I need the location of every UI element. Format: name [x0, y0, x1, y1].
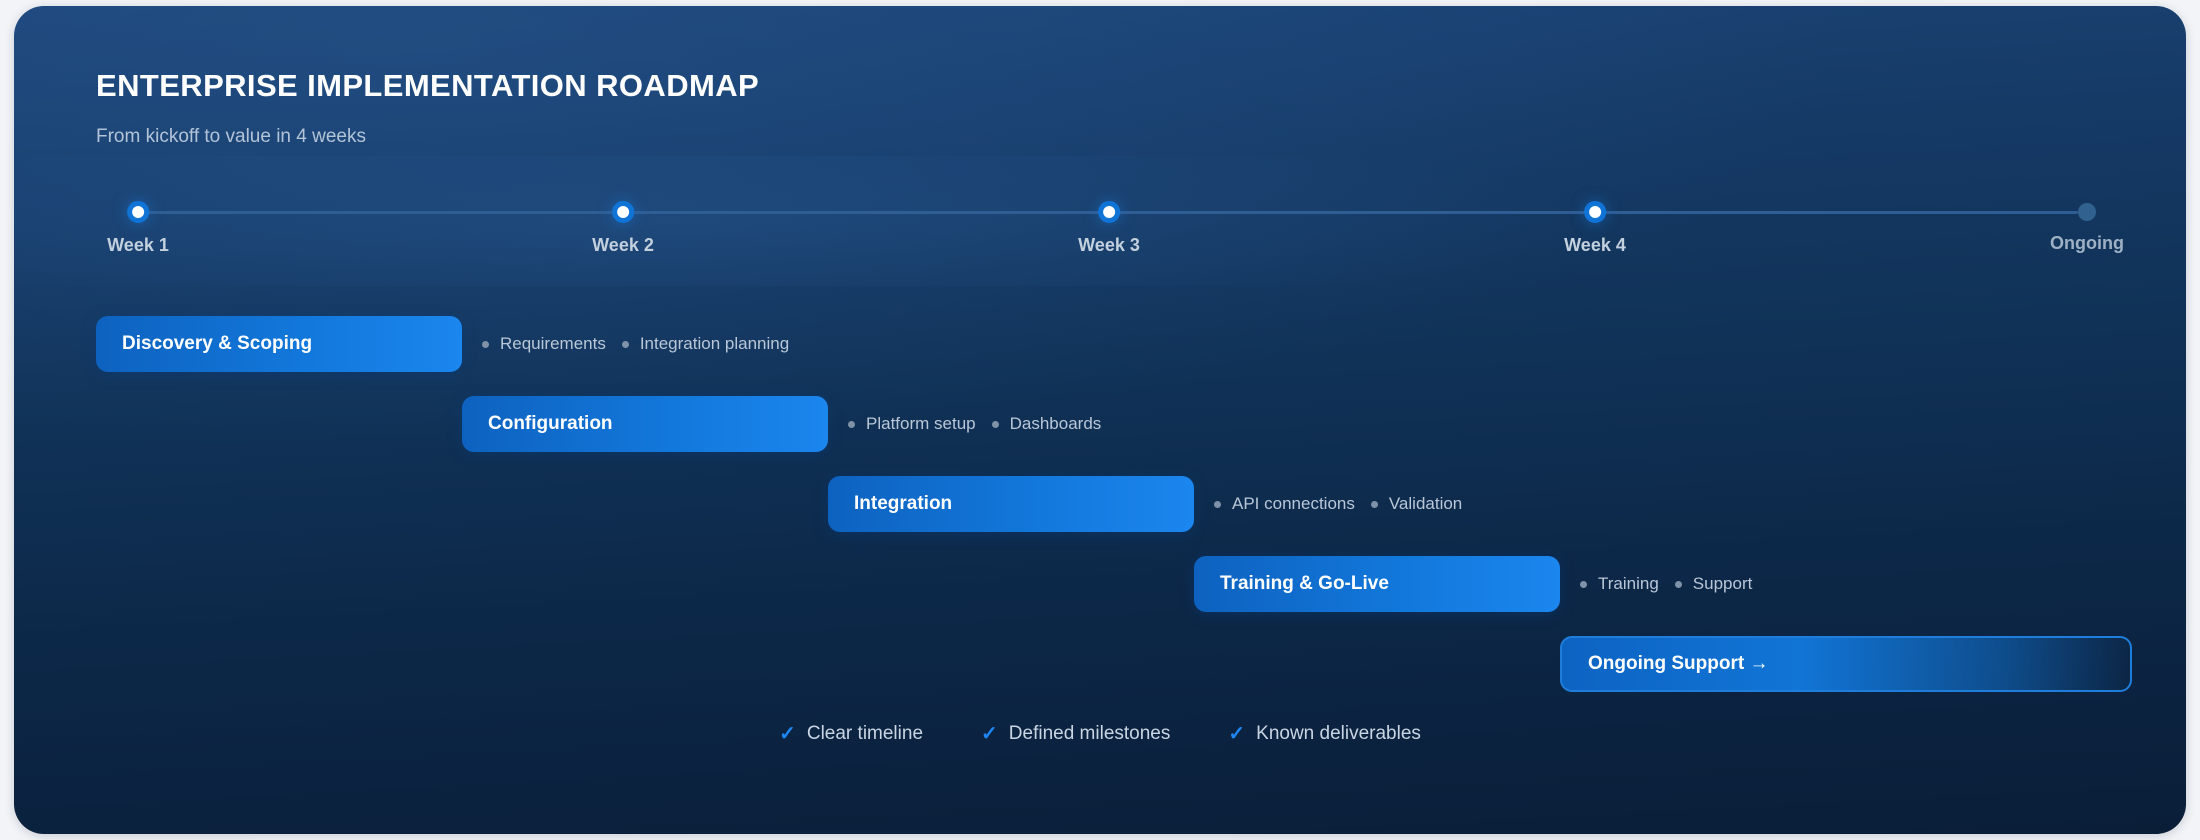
footer-badge: ✓ Known deliverables: [1228, 721, 1421, 746]
footer-badge-label: Known deliverables: [1256, 722, 1421, 744]
deliverable-item: API connections: [1214, 494, 1355, 514]
phase-bar-label: Ongoing Support →: [1588, 653, 1769, 674]
bullet-icon: [482, 340, 489, 348]
check-icon: ✓: [981, 723, 998, 745]
phase-bar-label: Training & Go-Live: [1220, 573, 1389, 594]
phase-bar[interactable]: Configuration: [462, 396, 828, 452]
deliverable-item: Validation: [1370, 494, 1463, 514]
bullet-icon: [848, 420, 855, 428]
deliverable-label: Training: [1598, 574, 1659, 593]
deliverable-item: Training: [1580, 574, 1659, 594]
deliverable-label: Dashboards: [1009, 414, 1102, 433]
phase-bar[interactable]: Integration: [828, 476, 1194, 532]
check-icon: ✓: [779, 723, 796, 745]
deliverable-label: Platform setup: [866, 414, 976, 433]
phase-bar-label: Discovery & Scoping: [122, 333, 313, 354]
phase-bar[interactable]: Ongoing Support →: [1560, 636, 2132, 692]
timeline-milestone[interactable]: Week 3: [1078, 186, 1140, 256]
milestone-label: Week 4: [1564, 235, 1626, 255]
timeline-milestone[interactable]: Week 2: [592, 186, 654, 256]
bullet-icon: [1674, 580, 1682, 588]
phase-row: Configuration Platform setup Dashboards: [14, 396, 2186, 452]
footer-badge-label: Clear timeline: [806, 722, 924, 744]
milestone-dot-muted-icon: [2077, 203, 2096, 221]
roadmap-card: ENTERPRISE IMPLEMENTATION ROADMAP From k…: [14, 6, 2186, 834]
bullet-icon: [1214, 500, 1221, 508]
bullet-icon: [621, 340, 629, 348]
deliverable-item: Requirements: [482, 334, 606, 354]
page-subtitle: From kickoff to value in 4 weeks: [96, 126, 366, 147]
deliverable-item: Platform setup: [848, 414, 976, 434]
milestone-label: Week 2: [592, 235, 654, 255]
phase-bar[interactable]: Training & Go-Live: [1194, 556, 1560, 612]
footer-badge-label: Defined milestones: [1008, 722, 1171, 744]
deliverable-label: Requirements: [500, 334, 606, 353]
timeline-milestone[interactable]: Week 1: [107, 186, 169, 256]
milestone-dot-icon: [127, 201, 149, 223]
timeline-milestone[interactable]: Week 4: [1564, 186, 1626, 256]
check-icon: ✓: [1228, 723, 1246, 745]
phase-bar[interactable]: Discovery & Scoping: [96, 316, 462, 372]
phase-deliverables: Platform setup Dashboards: [848, 396, 1101, 452]
footer-badge: ✓ Clear timeline: [779, 721, 923, 746]
phase-deliverables: Requirements Integration planning: [482, 316, 789, 372]
bullet-icon: [1370, 500, 1378, 508]
deliverable-label: Integration planning: [639, 334, 790, 353]
timeline-milestone[interactable]: Ongoing: [2050, 186, 2124, 254]
phase-row: Ongoing Support →: [14, 636, 2186, 692]
deliverable-label: Validation: [1388, 494, 1463, 513]
milestone-label: Week 1: [107, 235, 169, 255]
deliverable-label: API connections: [1232, 494, 1355, 513]
milestone-label: Ongoing: [2050, 233, 2124, 253]
footer-badge: ✓ Defined milestones: [981, 721, 1170, 746]
milestone-dot-icon: [1584, 201, 1606, 223]
bullet-icon: [991, 420, 999, 428]
phase-row: Discovery & Scoping Requirements Integrati…: [14, 316, 2186, 372]
milestone-dot-icon: [1098, 201, 1120, 223]
page-title: ENTERPRISE IMPLEMENTATION ROADMAP: [96, 68, 760, 103]
deliverable-item: Dashboards: [991, 414, 1102, 434]
bullet-icon: [1580, 580, 1587, 588]
phase-bar-label: Integration: [854, 493, 953, 514]
deliverable-label: Support: [1692, 574, 1753, 593]
phase-row: Integration API connections Validation: [14, 476, 2186, 532]
footer-badges: ✓ Clear timeline ✓ Defined milestones ✓ Known…: [14, 721, 2186, 746]
phase-row: Training & Go-Live Training Support: [14, 556, 2186, 612]
timeline: Week 1 Week 2 Week 3 Week 4 Ongoing: [14, 186, 2186, 276]
phase-deliverables: API connections Validation: [1214, 476, 1462, 532]
deliverable-item: Integration planning: [621, 334, 790, 354]
milestone-label: Week 3: [1078, 235, 1140, 255]
deliverable-item: Support: [1674, 574, 1753, 594]
phase-bar-label: Configuration: [488, 413, 613, 434]
milestone-dot-icon: [612, 201, 634, 223]
phase-deliverables: Training Support: [1580, 556, 1752, 612]
